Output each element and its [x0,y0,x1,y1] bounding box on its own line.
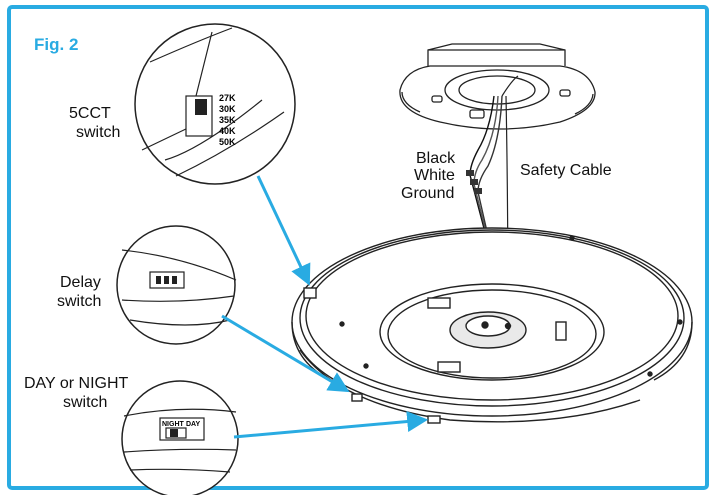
cct-leader-arrow [256,175,311,286]
cct-switch-label-2: switch [76,124,120,141]
day-night-switch-label: DAY or NIGHT [24,375,129,392]
delay-leader-arrow [221,314,350,393]
svg-text:DAY: DAY [186,421,200,428]
cct-switch-slider [195,99,207,115]
day-night-switch-callout: NIGHT DAY [121,380,239,495]
delay-switch-slider [156,276,161,284]
svg-text:35K: 35K [219,115,236,125]
light-fixture [291,227,693,424]
day-night-switch-label-2: switch [63,394,107,411]
svg-text:30K: 30K [219,104,236,114]
delay-switch-label-2: switch [57,293,101,310]
white-wire-label: White [414,167,455,184]
svg-text:40K: 40K [219,126,236,136]
svg-text:NIGHT: NIGHT [162,421,185,428]
cct-switch-label: 5CCT [69,105,111,122]
safety-cable-label: Safety Cable [520,162,612,179]
day-night-leader-arrow [233,411,429,439]
mounting-plate [399,43,596,130]
cct-switch-callout: 27K 30K 35K 40K 50K [134,23,296,185]
delay-switch-label: Delay [60,274,101,291]
svg-text:50K: 50K [219,137,236,147]
leader-arrows [221,175,429,439]
svg-text:27K: 27K [219,93,236,103]
ground-wire [477,95,503,237]
figure-label: Fig. 2 [34,35,78,54]
day-night-switch-slider [170,429,178,437]
ground-wire-label: Ground [401,185,454,202]
black-wire-label: Black [416,150,456,167]
figure-frame [7,5,709,490]
delay-switch-callout [116,225,237,345]
